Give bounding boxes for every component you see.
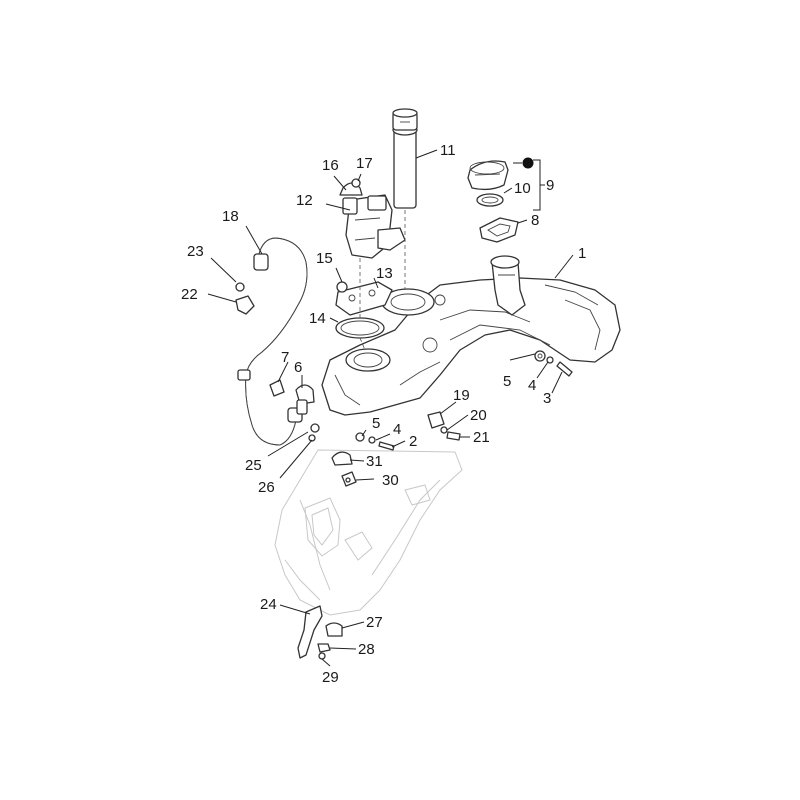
callout-3: 3: [543, 390, 551, 407]
callout-16: 16: [322, 157, 339, 174]
callout-17: 17: [356, 155, 373, 172]
filler-gasket: [479, 217, 519, 243]
fuel-tank: [321, 255, 621, 416]
callout-7: 7: [281, 349, 289, 366]
fuel-cap: [467, 157, 534, 191]
callout-labels: 1 2 3 4 4 5 5 6 7 8 9 10 11 12 13 14 15 …: [181, 142, 586, 686]
callout-27: 27: [366, 614, 383, 631]
gasket-ring: [335, 317, 385, 339]
callout-26: 26: [258, 479, 275, 496]
callout-8: 8: [531, 212, 539, 229]
callout-2: 2: [409, 433, 417, 450]
rubber-mounts: [427, 411, 461, 441]
callout-10: 10: [514, 180, 531, 197]
bolt-set-right: [534, 350, 573, 377]
callout-14: 14: [309, 310, 326, 327]
callout-30: 30: [382, 472, 399, 489]
callout-9: 9: [546, 177, 554, 194]
frame-outline: [274, 449, 463, 616]
callout-20: 20: [470, 407, 487, 424]
pump-flange: [335, 281, 393, 316]
small-fittings-left: [308, 423, 320, 442]
small-washer: [336, 281, 348, 293]
callout-5: 5: [503, 373, 511, 390]
callout-11: 11: [440, 142, 456, 159]
callout-23: 23: [187, 243, 204, 260]
fuel-level-sender: [392, 108, 418, 209]
callout-4: 4: [393, 421, 401, 438]
fuel-hose: [237, 237, 308, 446]
fuel-pump: [342, 194, 406, 259]
callout-6: 6: [294, 359, 302, 376]
bolt-set-lower: [355, 432, 395, 451]
callout-1: 1: [578, 245, 586, 262]
hose-clamps: [331, 451, 357, 487]
callout-28: 28: [358, 641, 375, 658]
clamp-and-nut: [339, 178, 363, 196]
callout-5: 5: [372, 415, 380, 432]
leader-lines: [207, 149, 574, 667]
callout-18: 18: [222, 208, 239, 225]
cap-seal: [476, 193, 504, 207]
mount-bracket: [297, 605, 343, 660]
callout-29: 29: [322, 669, 339, 686]
callout-21: 21: [473, 429, 490, 446]
callout-22: 22: [181, 286, 198, 303]
callout-15: 15: [316, 250, 333, 267]
valve-and-clip: [269, 379, 315, 415]
callout-31: 31: [366, 453, 383, 470]
callout-19: 19: [453, 387, 470, 404]
callout-4: 4: [528, 377, 536, 394]
callout-13: 13: [376, 265, 393, 282]
callout-24: 24: [260, 596, 277, 613]
hose-fitting: [235, 282, 255, 315]
callout-25: 25: [245, 457, 262, 474]
callout-12: 12: [296, 192, 313, 209]
